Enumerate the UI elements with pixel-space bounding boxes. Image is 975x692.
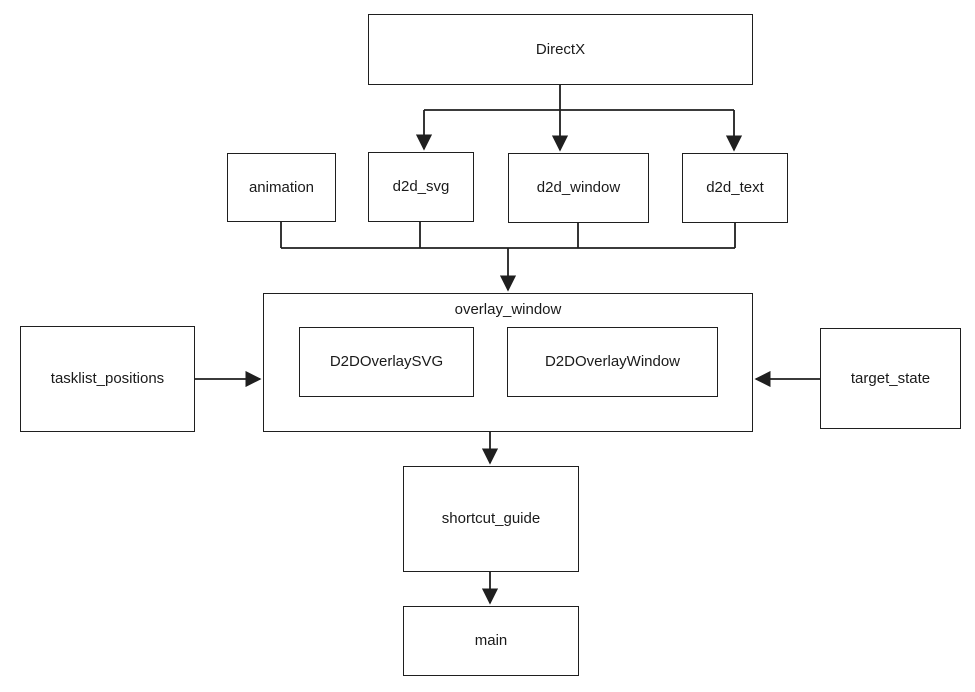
node-main: main [403,606,579,676]
node-shortcut-guide: shortcut_guide [403,466,579,572]
node-directx-label: DirectX [535,40,586,58]
node-d2d-overlay-window-label: D2DOverlayWindow [544,353,681,370]
node-d2d-svg: d2d_svg [368,152,474,222]
node-directx: DirectX [368,14,753,85]
node-d2d-text-label: d2d_text [706,179,764,196]
node-d2d-window: d2d_window [508,153,649,223]
node-target-state: target_state [820,328,961,429]
node-shortcut-guide-label: shortcut_guide [441,510,541,527]
node-d2d-overlay-svg: D2DOverlaySVG [299,327,474,397]
node-overlay-window: overlay_window D2DOverlaySVG D2DOverlayW… [263,293,753,432]
node-d2d-window-label: d2d_window [536,179,621,196]
node-d2d-overlay-svg-label: D2DOverlaySVG [329,353,444,370]
node-main-label: main [474,632,508,649]
node-d2d-svg-label: d2d_svg [392,178,450,195]
node-d2d-overlay-window: D2DOverlayWindow [507,327,718,397]
node-target-state-label: target_state [850,369,931,387]
node-tasklist-positions-label: tasklist_positions [50,370,165,387]
node-overlay-window-label: overlay_window [454,301,562,318]
node-d2d-text: d2d_text [682,153,788,223]
node-tasklist-positions: tasklist_positions [20,326,195,432]
node-animation-label: animation [248,178,315,196]
node-animation: animation [227,153,336,222]
